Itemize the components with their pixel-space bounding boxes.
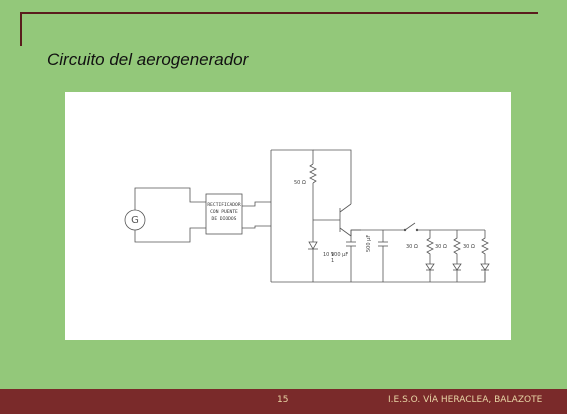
cap2-label: 500 µF bbox=[366, 235, 372, 252]
emitter-wire bbox=[350, 229, 361, 236]
transistor-emitter bbox=[339, 227, 352, 237]
collector-wire bbox=[313, 149, 352, 204]
gen-wire-top bbox=[134, 187, 206, 210]
generator-label: G bbox=[131, 215, 139, 226]
led-resistor-label-3: 30 Ω bbox=[463, 244, 475, 250]
footer-bar: 15 I.E.S.O. VÍA HERACLEA, BALAZOTE bbox=[0, 389, 567, 414]
led-resistor-label-2: 30 Ω bbox=[435, 244, 447, 250]
top-rail bbox=[271, 149, 314, 164]
rect-out-bottom bbox=[242, 225, 271, 229]
circuit-diagram: G RECTIFICADOR CON PUENTE DE DIODOS 50 Ω… bbox=[65, 92, 511, 340]
rectifier-box bbox=[205, 193, 243, 235]
circuit-svg: G RECTIFICADOR CON PUENTE DE DIODOS 50 Ω… bbox=[124, 149, 490, 283]
cap1-label: 100 µF bbox=[331, 252, 348, 258]
led-branch-1 bbox=[425, 230, 435, 282]
school-name: I.E.S.O. VÍA HERACLEA, BALAZOTE bbox=[388, 395, 543, 405]
resistor-50-label: 50 Ω bbox=[294, 180, 306, 186]
switch-lever bbox=[404, 222, 416, 231]
zener-diode bbox=[308, 241, 318, 250]
zener-label: 10 V bbox=[323, 252, 335, 258]
transistor-collector bbox=[339, 203, 352, 213]
rectifier-line-2: CON PUENTE bbox=[210, 209, 238, 215]
led-branch-3 bbox=[480, 230, 490, 282]
left-border-line bbox=[20, 12, 22, 46]
switch-contact-left bbox=[403, 228, 407, 232]
top-border-line bbox=[20, 12, 538, 14]
page-number: 15 bbox=[277, 395, 289, 405]
slide-title: Circuito del aerogenerador bbox=[47, 50, 249, 69]
led-branch-2 bbox=[452, 230, 462, 282]
rect-out-top bbox=[242, 201, 271, 207]
rectifier-line-3: DE DIODOS bbox=[212, 216, 237, 222]
ground-rail bbox=[271, 272, 486, 283]
led-resistor-label-1: 30 Ω bbox=[406, 244, 418, 250]
rectifier-line-1: RECTIFICADOR bbox=[207, 202, 240, 208]
gen-wire-bottom bbox=[134, 227, 206, 243]
resistor-50 bbox=[309, 163, 317, 184]
cap1-label-2: 1 bbox=[331, 258, 334, 264]
switch-contact-right bbox=[415, 228, 419, 232]
